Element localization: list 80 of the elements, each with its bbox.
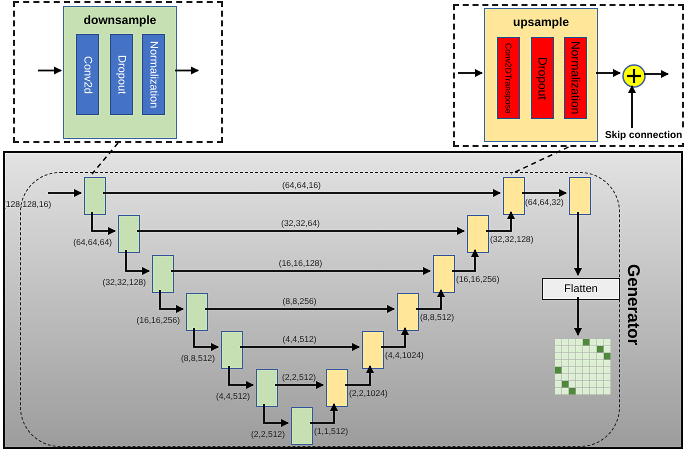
edge-label: (4,4,1024) [385, 351, 424, 360]
edge-label: (8,8,256) [282, 297, 317, 306]
inset-panel [453, 4, 684, 147]
arrow [628, 85, 636, 128]
edge-label: (2,2,512) [282, 373, 316, 382]
arrow [381, 327, 409, 348]
edge-label: (4,4,512) [216, 392, 250, 400]
arrow [228, 366, 254, 389]
arrow [240, 343, 360, 351]
edge-label: (16,16,256) [136, 316, 180, 324]
arrow [452, 249, 479, 272]
panel-title: upsample [512, 15, 570, 29]
layer-bar: Normalization [564, 37, 587, 119]
layer-block [326, 369, 348, 407]
layer-block [569, 177, 591, 215]
arrow [263, 404, 289, 427]
adder-circle [622, 64, 646, 88]
arrow [193, 328, 219, 351]
arrow [205, 305, 395, 313]
node-label: Skip connection [605, 130, 685, 143]
edge-label: (4,4,512) [282, 335, 317, 344]
layer-block [256, 369, 278, 407]
layer-block [397, 293, 419, 331]
layer-block [503, 177, 525, 215]
edge-label: (16,16,128) [278, 259, 322, 268]
edge-label: (64,64,64) [73, 238, 112, 246]
edge-label: (8,8,512) [180, 354, 215, 362]
dashed-connector [91, 142, 119, 174]
layer-block [291, 407, 313, 445]
arrow [644, 70, 669, 78]
layer-block [467, 215, 489, 253]
layer-bar: Conv2DTranspose [497, 37, 520, 119]
layer-block [433, 255, 455, 293]
edge-label: (64,64,16) [282, 181, 321, 190]
module-box [484, 8, 598, 142]
edge-label: (2,2,1024) [349, 389, 388, 398]
arrow [486, 211, 515, 232]
edge-label: (1,1,512) [314, 427, 348, 436]
layer-block [221, 331, 243, 369]
panel-title: Generator [623, 264, 643, 346]
layer-bar: Normalization [142, 34, 165, 115]
edge-label: (8,8,512) [420, 313, 454, 322]
arrow [458, 69, 483, 77]
arrow [310, 403, 338, 424]
arrow [522, 189, 567, 197]
arrow [38, 66, 62, 74]
dashed-connector [510, 146, 569, 175]
edge-label: (16,16,256) [456, 275, 500, 284]
arrow [596, 69, 621, 77]
edge-label: (32,32,128) [102, 278, 146, 286]
layer-bar: Dropout [531, 37, 554, 119]
layer-block [118, 215, 140, 253]
arrow [574, 212, 582, 276]
module-box [63, 6, 177, 139]
inset-panel [13, 1, 223, 143]
arrow [48, 189, 82, 197]
layer-block [362, 331, 384, 369]
edge-label: (64,64,32) [525, 198, 564, 206]
generator-panel [3, 151, 683, 449]
arrow [175, 66, 199, 74]
layer-bar: Conv2d [76, 34, 99, 115]
layer-block [84, 177, 106, 215]
arrow [91, 212, 116, 235]
edge-label: (32,32,64) [281, 219, 320, 228]
arrow [125, 250, 150, 275]
edge-label: (32,32,128) [490, 235, 534, 244]
arrow [416, 289, 445, 310]
edge-label: (2,2,512) [250, 430, 285, 438]
arrow [137, 227, 465, 235]
arrow [345, 365, 374, 386]
arrow [275, 381, 324, 389]
arrow [574, 297, 582, 336]
layer-block [152, 255, 174, 293]
process-box: Flatten [542, 278, 620, 300]
layer-block [186, 293, 208, 331]
arrow [171, 267, 431, 275]
arrow [103, 189, 501, 197]
panel-title: downsample [82, 13, 158, 27]
arrow [159, 290, 184, 313]
layer-bar: Dropout [110, 34, 133, 115]
